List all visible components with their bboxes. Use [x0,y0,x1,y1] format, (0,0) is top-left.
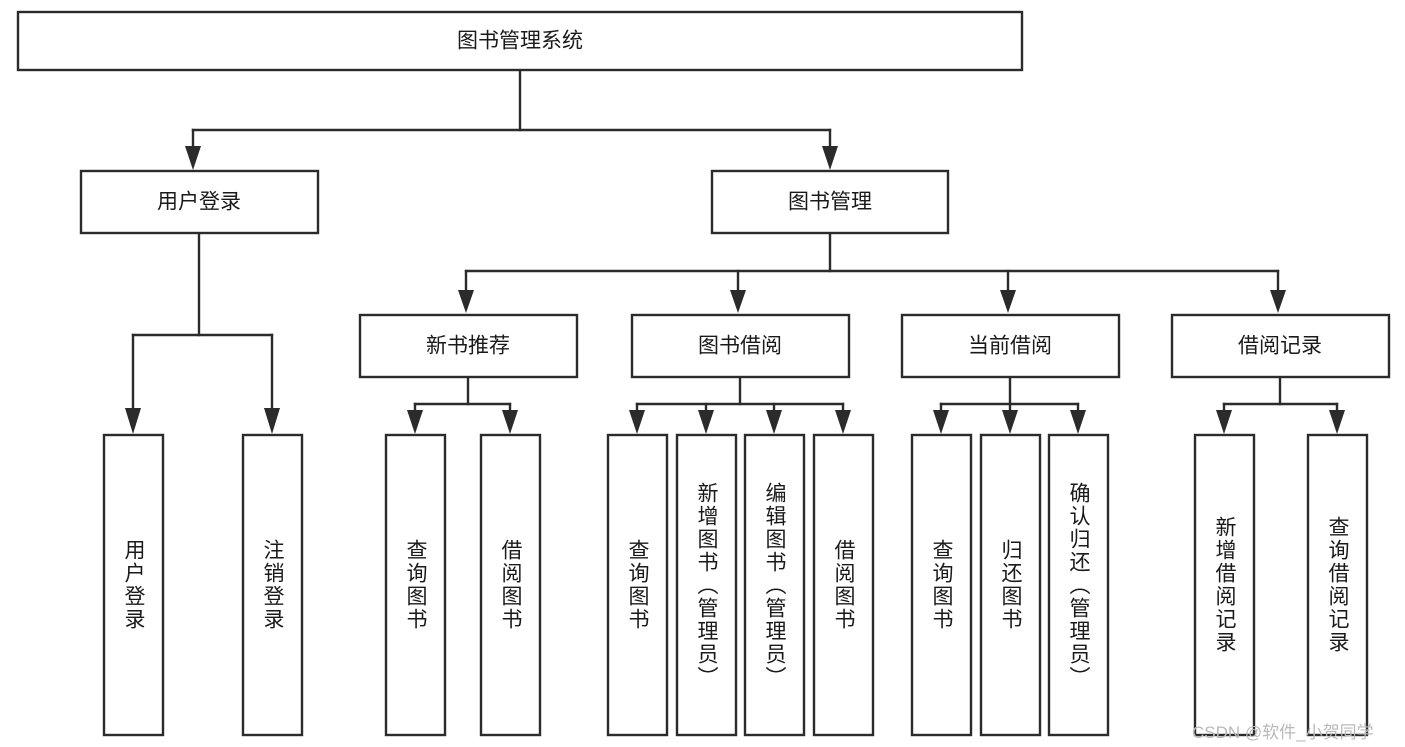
arrow-to-leaf-query-book-2 [629,410,645,434]
arrow-to-current-borrow [1000,290,1016,313]
leaf-box-query-book-2[interactable] [606,433,669,737]
arrow-to-leaf-user-login [125,408,141,434]
arrow-to-book-borrow [730,290,746,313]
node-book-manage-box[interactable] [710,169,950,235]
node-new-book-recommend[interactable]: 新书推荐 [358,313,579,379]
node-root[interactable]: 图书管理系统 [16,10,1024,72]
arrow-to-new-book [458,290,474,313]
node-root-box[interactable] [16,10,1024,72]
arrow-to-leaf-borrow-book-1 [502,410,518,434]
connector-group [125,68,1345,434]
node-book-borrow[interactable]: 图书借阅 [630,313,851,379]
arrow-to-leaf-edit-book [766,410,782,434]
node-new-book-recommend-label: 新书推荐 [426,335,510,358]
node-borrow-record-label: 借阅记录 [1238,335,1322,358]
node-book-manage[interactable]: 图书管理 [710,169,950,235]
leaf-box-confirm-return[interactable] [1047,433,1110,737]
leaf-box-edit-book[interactable] [743,433,806,737]
node-borrow-record-box[interactable] [1170,313,1391,379]
arrow-to-leaf-add-book [698,410,714,434]
node-user-login[interactable]: 用户登录 [79,169,320,235]
arrow-to-leaf-query-book-3 [933,410,949,434]
arrow-to-user-login [185,146,201,170]
leaf-box-logout[interactable] [241,433,304,737]
arrow-to-leaf-query-book-1 [407,410,423,434]
arrow-to-borrow-record [1270,290,1286,313]
leaf-box-borrow-book-2[interactable] [812,433,875,737]
arrow-to-leaf-borrow-book-2 [835,410,851,434]
leaf-box-user-login[interactable] [102,433,165,737]
node-book-manage-label: 图书管理 [788,191,872,214]
arrow-to-leaf-logout [264,408,280,434]
node-user-login-label: 用户登录 [157,191,241,214]
leaf-box-return-book[interactable] [979,433,1042,737]
node-book-borrow-label: 图书借阅 [698,335,782,358]
node-book-borrow-box[interactable] [630,313,851,379]
csdn-watermark: CSDN @软件_小贺同学 [1192,723,1374,742]
node-new-book-recommend-box[interactable] [358,313,579,379]
node-root-label: 图书管理系统 [457,30,583,53]
node-borrow-record[interactable]: 借阅记录 [1170,313,1391,379]
arrow-to-leaf-return-book [1002,410,1018,434]
arrow-to-leaf-query-record [1329,410,1345,434]
leaf-box-query-book-1[interactable] [384,433,447,737]
leaf-box-query-record[interactable] [1306,433,1369,737]
leaf-box-borrow-book-1[interactable] [479,433,542,737]
node-current-borrow[interactable]: 当前借阅 [900,313,1121,379]
node-user-login-box[interactable] [79,169,320,235]
arrow-to-leaf-add-record [1216,410,1232,434]
leaf-box-add-book[interactable] [675,433,738,737]
node-current-borrow-box[interactable] [900,313,1121,379]
node-current-borrow-label: 当前借阅 [968,335,1052,358]
arrow-to-leaf-confirm-return [1070,410,1086,434]
leaf-box-query-book-3[interactable] [910,433,973,737]
arrow-to-book-manage [822,146,838,170]
leaf-box-add-record[interactable] [1193,433,1256,737]
